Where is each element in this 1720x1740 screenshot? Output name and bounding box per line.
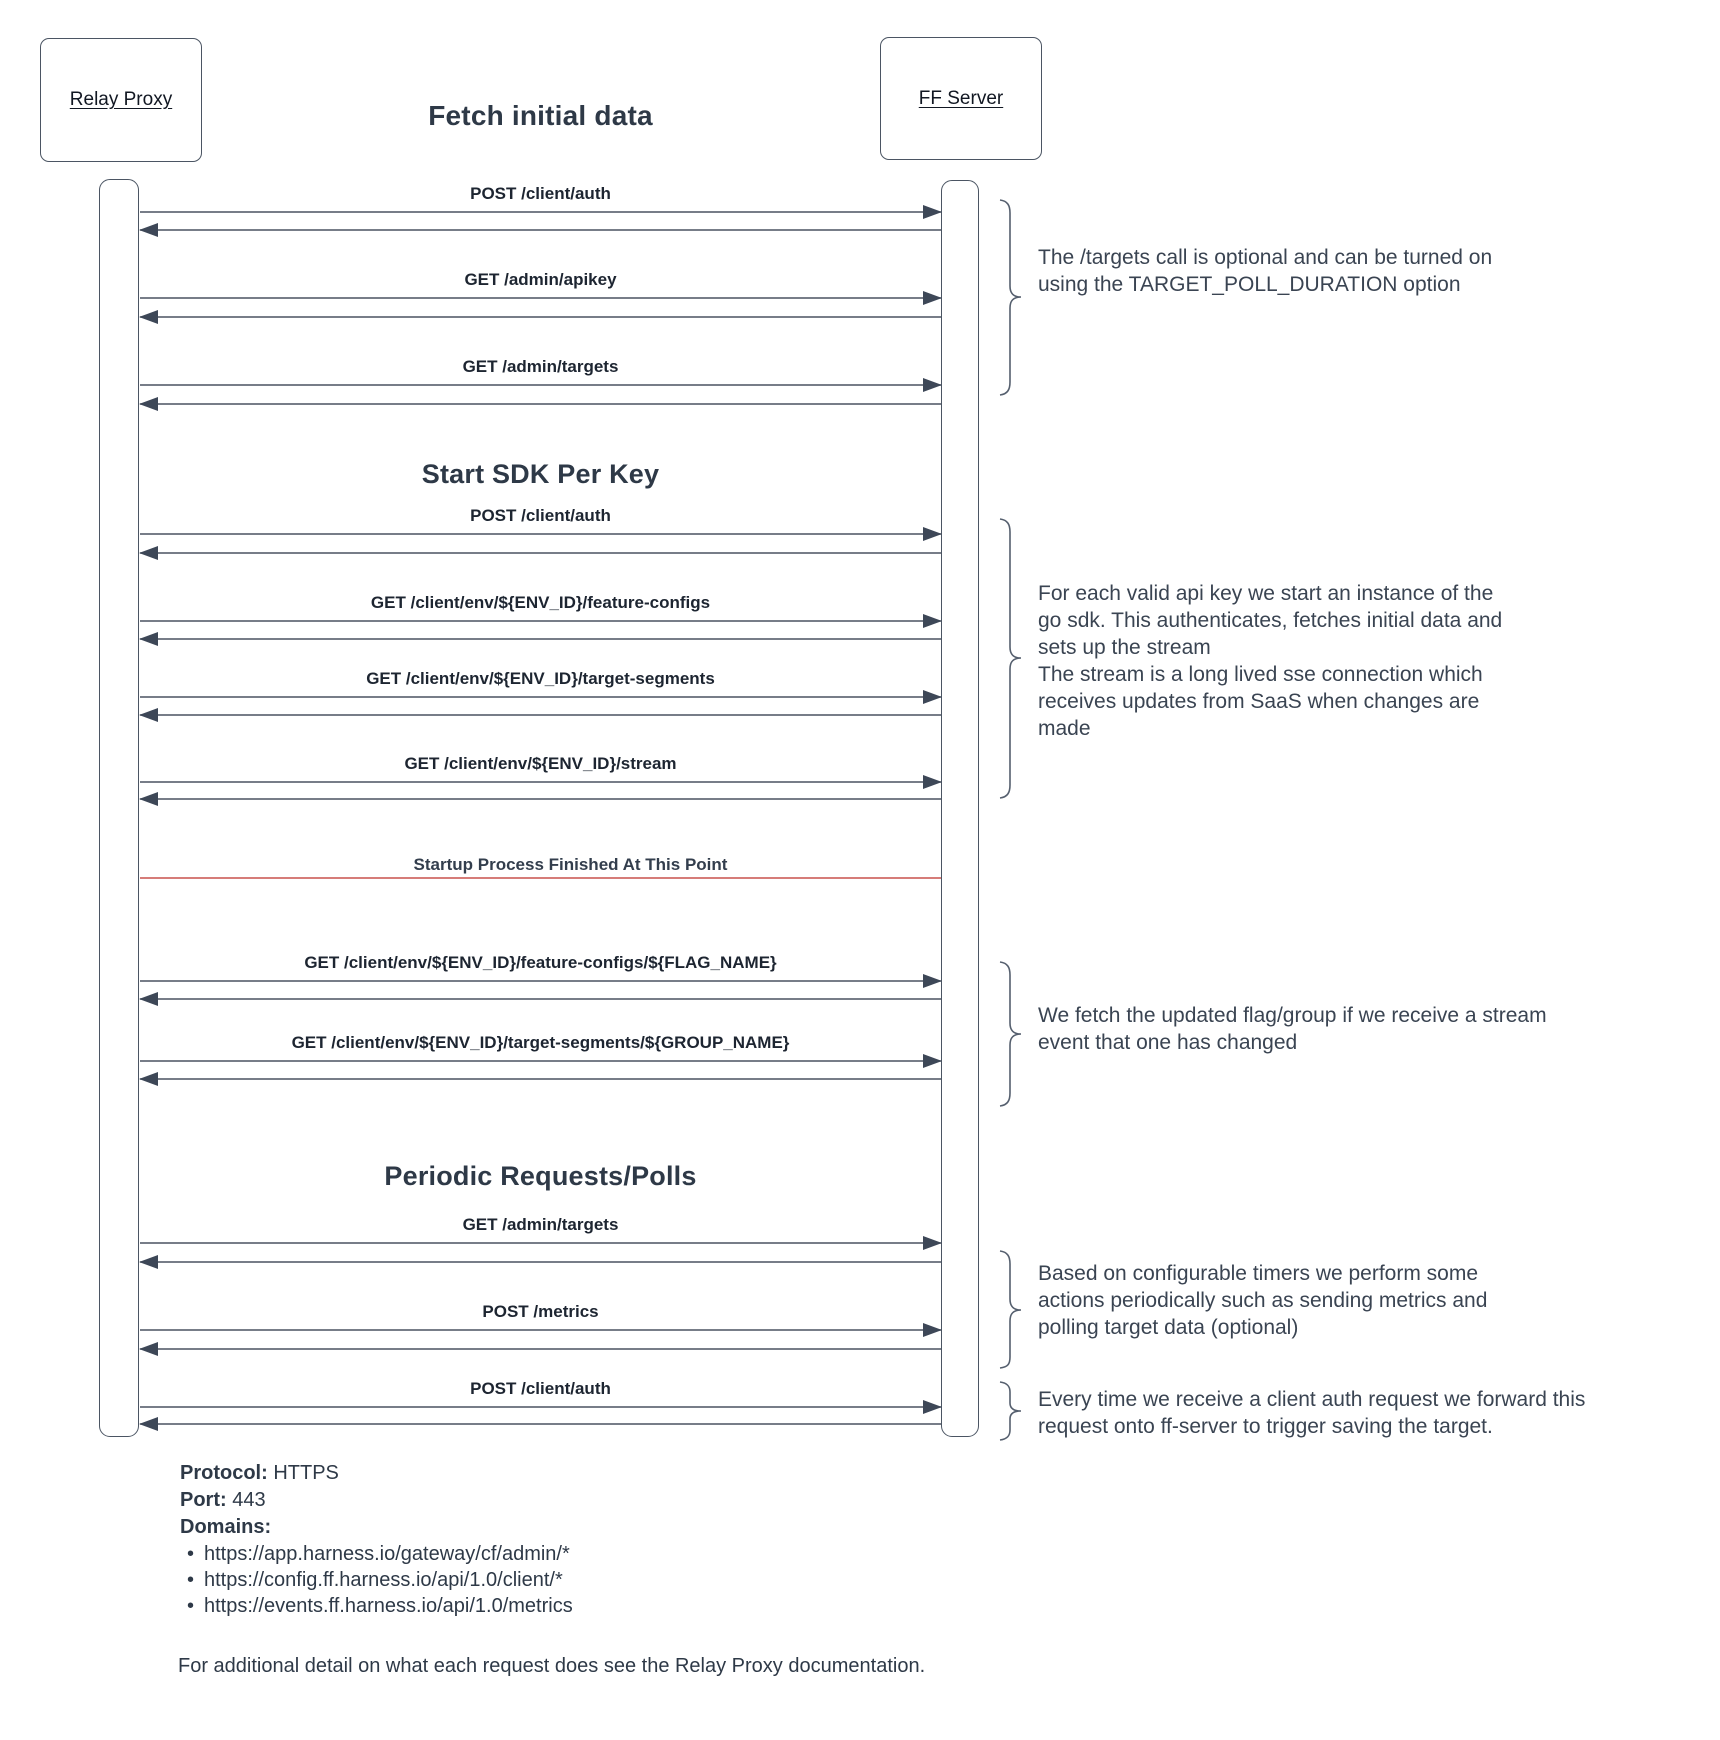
message-label: POST /client/auth — [470, 506, 611, 525]
actor-box-relay-proxy: Relay Proxy — [40, 38, 202, 162]
message-label: GET /admin/targets — [462, 1215, 619, 1234]
section-title-fetch-initial-data: Fetch initial data — [428, 100, 653, 131]
annotation-text: The /targets call is optional and can be… — [1038, 246, 1493, 296]
activation-bar-ff-server — [941, 180, 979, 1437]
domain-item: https://events.ff.harness.io/api/1.0/met… — [180, 1593, 573, 1619]
annotation-text: For each valid api key we start an insta… — [1038, 580, 1508, 742]
domains-line: Domains: — [180, 1514, 573, 1541]
domains-list: https://app.harness.io/gateway/cf/admin/… — [180, 1541, 573, 1619]
message-label: POST /client/auth — [470, 184, 611, 203]
domains-label: Domains: — [180, 1516, 272, 1538]
message-label: GET /client/env/${ENV_ID}/feature-config… — [370, 593, 711, 612]
annotation-brace — [999, 518, 1022, 799]
message-label: POST /metrics — [482, 1302, 599, 1321]
annotation-brace — [999, 961, 1022, 1107]
message-label: POST /client/auth — [470, 1379, 611, 1398]
port-value: 443 — [226, 1489, 266, 1511]
actor-label-relay-proxy: Relay Proxy — [69, 89, 173, 110]
message-arrow-pair — [139, 1400, 942, 1431]
message-arrow-pair — [139, 1054, 942, 1086]
port-label: Port: — [180, 1489, 227, 1511]
connection-details: Protocol: HTTPS Port: 443 Domains: https… — [180, 1460, 573, 1619]
message-arrow-pair — [139, 614, 942, 646]
protocol-value: HTTPS — [267, 1462, 339, 1484]
actor-box-ff-server: FF Server — [880, 37, 1042, 160]
message-arrow-pair — [139, 775, 942, 806]
message-label: GET /client/env/${ENV_ID}/feature-config… — [304, 953, 777, 972]
annotation-text: Every time we receive a client auth requ… — [1038, 1388, 1586, 1438]
protocol-line: Protocol: HTTPS — [180, 1460, 573, 1487]
annotation-text: Based on configurable timers we perform … — [1038, 1262, 1488, 1339]
message-arrow-pair — [139, 1323, 942, 1356]
message-label: GET /admin/apikey — [464, 270, 617, 289]
annotation-text: We fetch the updated flag/group if we re… — [1038, 1004, 1547, 1054]
message-arrow-pair — [139, 974, 942, 1006]
annotation-paragraph: The stream is a long lived sse connectio… — [1038, 663, 1483, 740]
actor-label-ff-server: FF Server — [918, 87, 1004, 109]
message-arrows — [139, 205, 942, 1431]
message-label: GET /client/env/${ENV_ID}/target-segment… — [291, 1033, 790, 1052]
port-line: Port: 443 — [180, 1487, 573, 1514]
domain-item: https://config.ff.harness.io/api/1.0/cli… — [180, 1567, 573, 1593]
activation-bar-relay-proxy — [99, 179, 139, 1437]
section-title-start-sdk-per-key: Start SDK Per Key — [421, 459, 660, 489]
protocol-label: Protocol: — [180, 1462, 268, 1484]
annotation-brace — [999, 1250, 1022, 1369]
message-label: GET /admin/targets — [462, 357, 619, 376]
domain-item: https://app.harness.io/gateway/cf/admin/… — [180, 1541, 573, 1567]
annotation-braces — [999, 199, 1022, 1441]
annotation-paragraph: For each valid api key we start an insta… — [1038, 582, 1503, 659]
message-label: GET /client/env/${ENV_ID}/stream — [404, 754, 677, 773]
message-arrow-pair — [139, 291, 942, 324]
message-arrow-pair — [139, 527, 942, 560]
startup-divider-label: Startup Process Finished At This Point — [413, 855, 728, 874]
message-arrow-pair — [139, 690, 942, 722]
message-label: GET /client/env/${ENV_ID}/target-segment… — [366, 669, 715, 688]
annotation-brace — [999, 199, 1022, 396]
message-arrow-pair — [139, 378, 942, 411]
section-title-periodic-requests: Periodic Requests/Polls — [384, 1161, 697, 1191]
footer-note: For additional detail on what each reque… — [178, 1655, 926, 1677]
annotation-brace — [999, 1381, 1022, 1441]
message-arrow-pair — [139, 1236, 942, 1269]
message-arrow-pair — [139, 205, 942, 237]
